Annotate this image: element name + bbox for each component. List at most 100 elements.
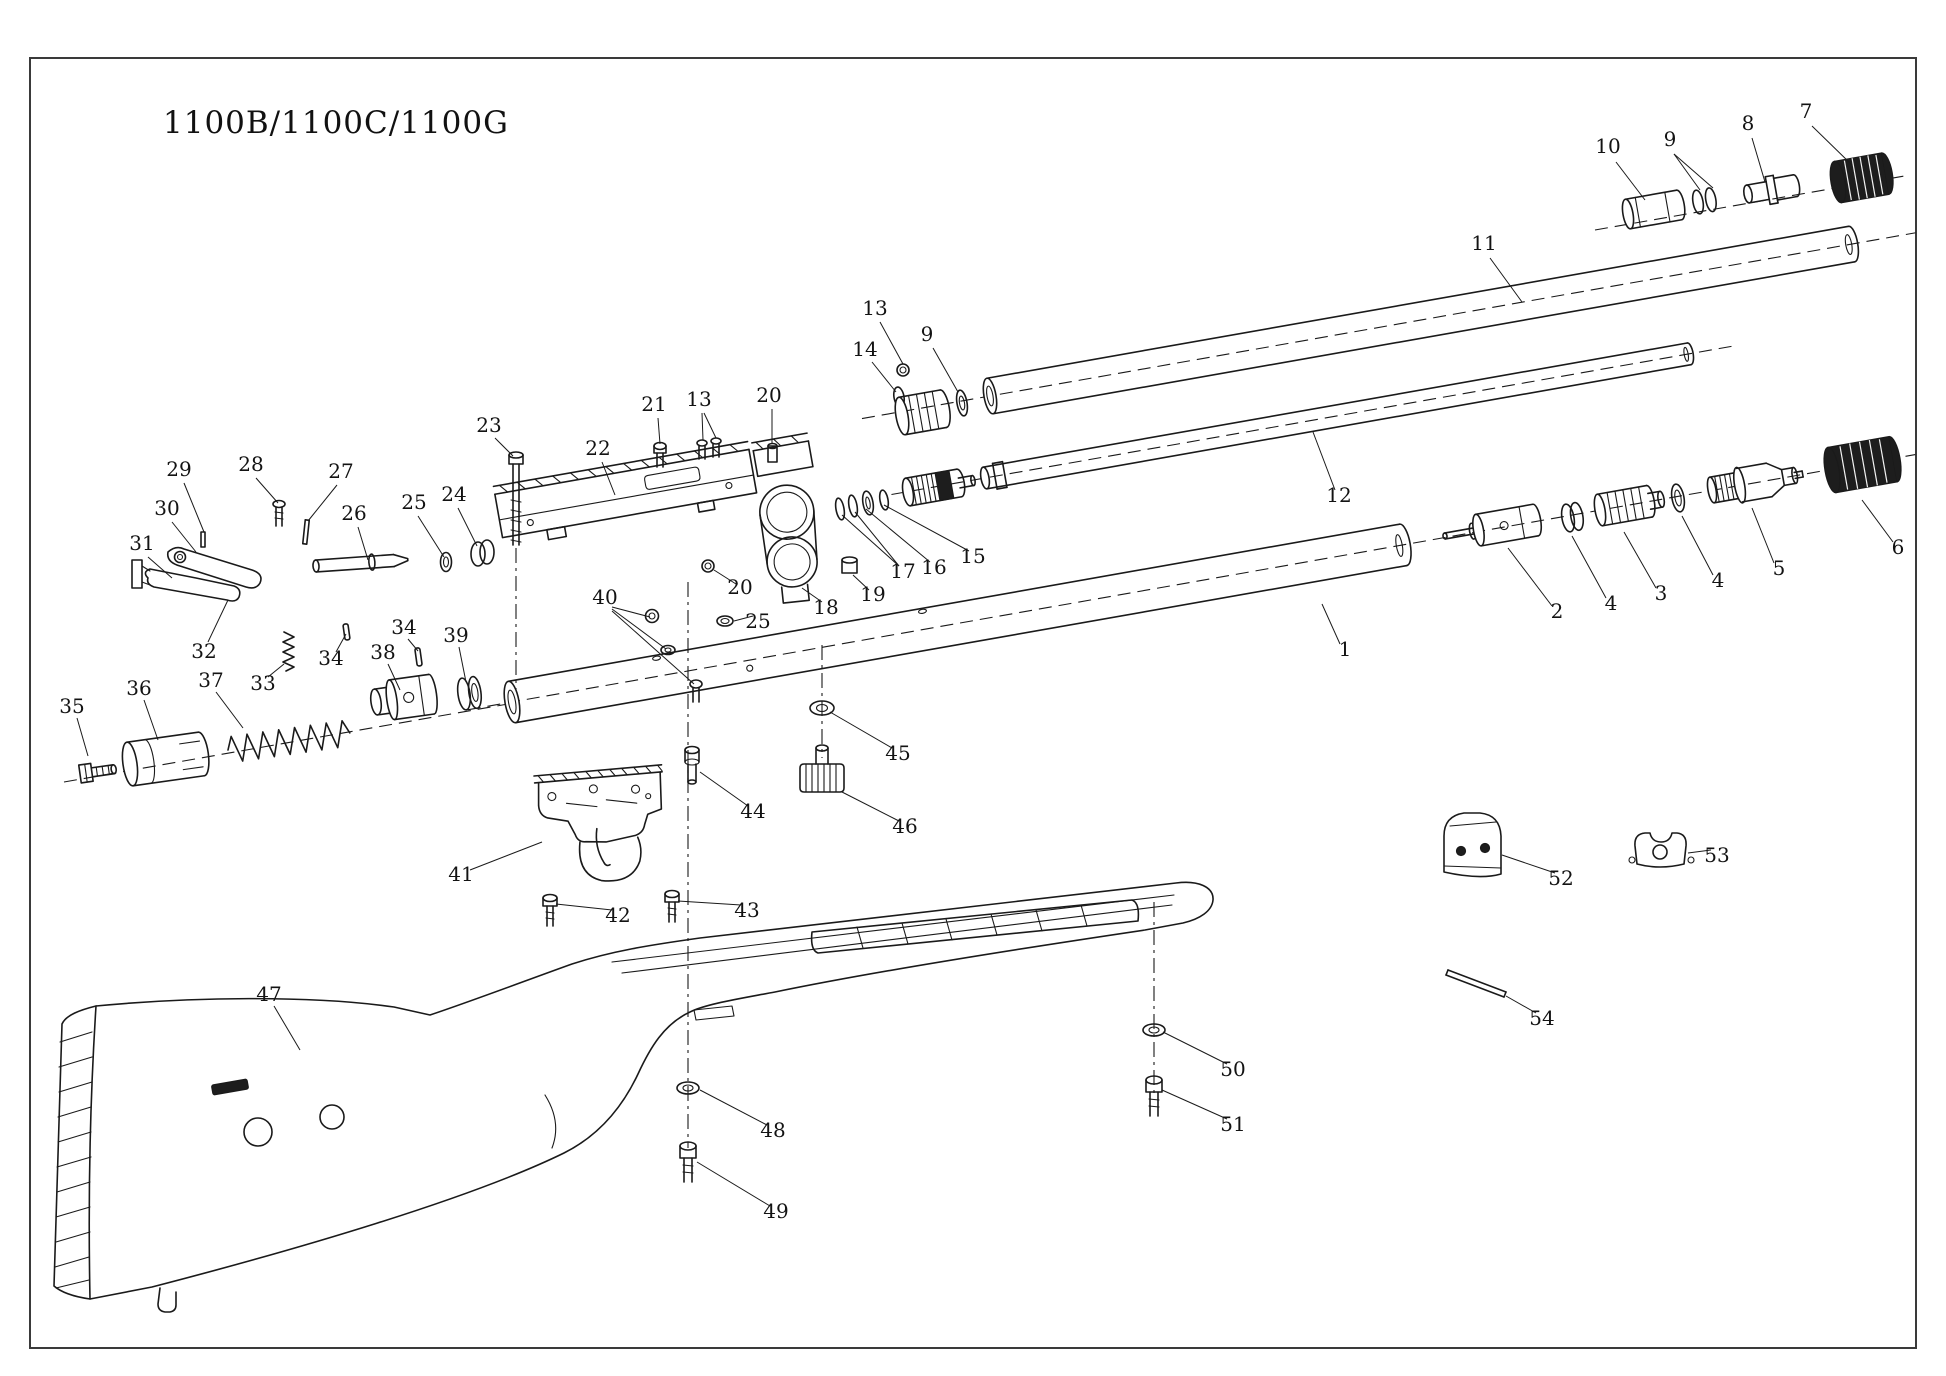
part-3-ribbed-sleeve [1593, 484, 1666, 527]
callout-15: 15 [960, 544, 985, 568]
part-18-ring-mount [759, 484, 818, 604]
callout-30: 30 [154, 496, 179, 520]
part-49-screw [679, 1141, 697, 1183]
part-15-washer [878, 489, 890, 511]
part-24-ring [470, 539, 495, 567]
part-33-spring [282, 631, 295, 672]
callout-47: 47 [256, 982, 281, 1006]
breech-bolt [901, 468, 976, 507]
callout-39: 39 [443, 623, 468, 647]
part-51-screw [1145, 1075, 1163, 1117]
callout-35: 35 [59, 694, 84, 718]
callout-25b: 25 [745, 609, 770, 633]
part-52-front-sight [1443, 812, 1502, 878]
part-47-stock [53, 881, 1214, 1313]
part-31-link [131, 559, 241, 602]
callout-23: 23 [476, 413, 501, 437]
callout-51: 51 [1220, 1112, 1245, 1136]
callout-43: 43 [734, 898, 759, 922]
part-20-nut [701, 559, 715, 573]
callout-1: 1 [1339, 637, 1352, 661]
part-54-pin [1445, 969, 1507, 998]
callout-31: 31 [129, 531, 154, 555]
callout-40: 40 [592, 585, 617, 609]
callout-11: 11 [1471, 231, 1496, 255]
callout-19: 19 [860, 582, 885, 606]
part-41-trigger-assembly [533, 764, 663, 882]
callout-24: 24 [441, 482, 466, 506]
part-7-cap [1829, 152, 1894, 204]
callout-38: 38 [370, 640, 395, 664]
part-39-seal-ring [456, 675, 483, 711]
part-5-valve [1706, 462, 1804, 504]
part-13-muzzle-nut [896, 363, 910, 377]
part-25-washer-b [716, 615, 734, 627]
part-43-screw [664, 889, 680, 923]
part-42-screw [542, 893, 558, 927]
callout-17: 17 [890, 559, 915, 583]
stock-logo [211, 1078, 249, 1096]
callout-48: 48 [760, 1118, 785, 1142]
callout-26: 26 [341, 501, 366, 525]
part-21-screw [653, 441, 667, 468]
part-12-inner-barrel [891, 342, 1734, 496]
callout-20b: 20 [727, 575, 752, 599]
callout-53: 53 [1704, 843, 1729, 867]
callout-42: 42 [605, 903, 630, 927]
callout-8: 8 [1742, 111, 1755, 135]
callout-34a: 34 [318, 646, 343, 670]
callout-3: 3 [1655, 581, 1668, 605]
callout-9a: 9 [1664, 127, 1677, 151]
callout-46: 46 [892, 814, 917, 838]
callout-9b: 9 [921, 322, 934, 346]
part-34-pin-b [414, 647, 423, 667]
callout-54: 54 [1529, 1006, 1554, 1030]
callout-36: 36 [126, 676, 151, 700]
part-35-bolt [77, 762, 118, 784]
part-28-screw [272, 499, 286, 527]
part-9-washer-muzzle [955, 389, 969, 417]
callout-14: 14 [852, 337, 877, 361]
part-1-main-tube [467, 454, 1916, 724]
callout-45: 45 [885, 741, 910, 765]
callout-18: 18 [813, 595, 838, 619]
callout-33: 33 [250, 671, 275, 695]
part-17-washers [834, 494, 859, 521]
part-30-lever [166, 546, 262, 589]
callout-49: 49 [763, 1199, 788, 1223]
part-10-sleeve [1621, 189, 1686, 230]
part-36-spring-guide [121, 731, 210, 787]
part-8-fitting [1742, 174, 1801, 206]
callout-22: 22 [585, 436, 610, 460]
callout-13b: 13 [686, 387, 711, 411]
callout-27: 27 [328, 459, 353, 483]
callout-6: 6 [1892, 535, 1905, 559]
part-4-circlip-a [1560, 501, 1585, 533]
callout-41: 41 [448, 862, 473, 886]
callout-25a: 25 [401, 490, 426, 514]
part-26-rod [312, 553, 409, 573]
leader-lines [76, 125, 1894, 1207]
callout-5: 5 [1773, 556, 1786, 580]
callout-44: 44 [740, 799, 765, 823]
part-16-washer [861, 490, 875, 516]
callout-28: 28 [238, 452, 263, 476]
part-19-block [841, 556, 858, 574]
part-11-barrel [861, 225, 1916, 420]
callout-29: 29 [166, 457, 191, 481]
part-20-post [767, 442, 778, 463]
callout-4b: 4 [1712, 568, 1725, 592]
callout-37: 37 [198, 668, 223, 692]
callout-7: 7 [1800, 99, 1813, 123]
part-44-standoff [684, 745, 700, 785]
callout-2: 2 [1551, 599, 1564, 623]
callout-34b: 34 [391, 615, 416, 639]
callout-16: 16 [921, 555, 946, 579]
part-29-pin [200, 531, 206, 548]
callout-10: 10 [1595, 134, 1620, 158]
callout-4a: 4 [1605, 591, 1618, 615]
part-23-bolt [508, 451, 524, 546]
part-2-striker [1442, 503, 1543, 547]
